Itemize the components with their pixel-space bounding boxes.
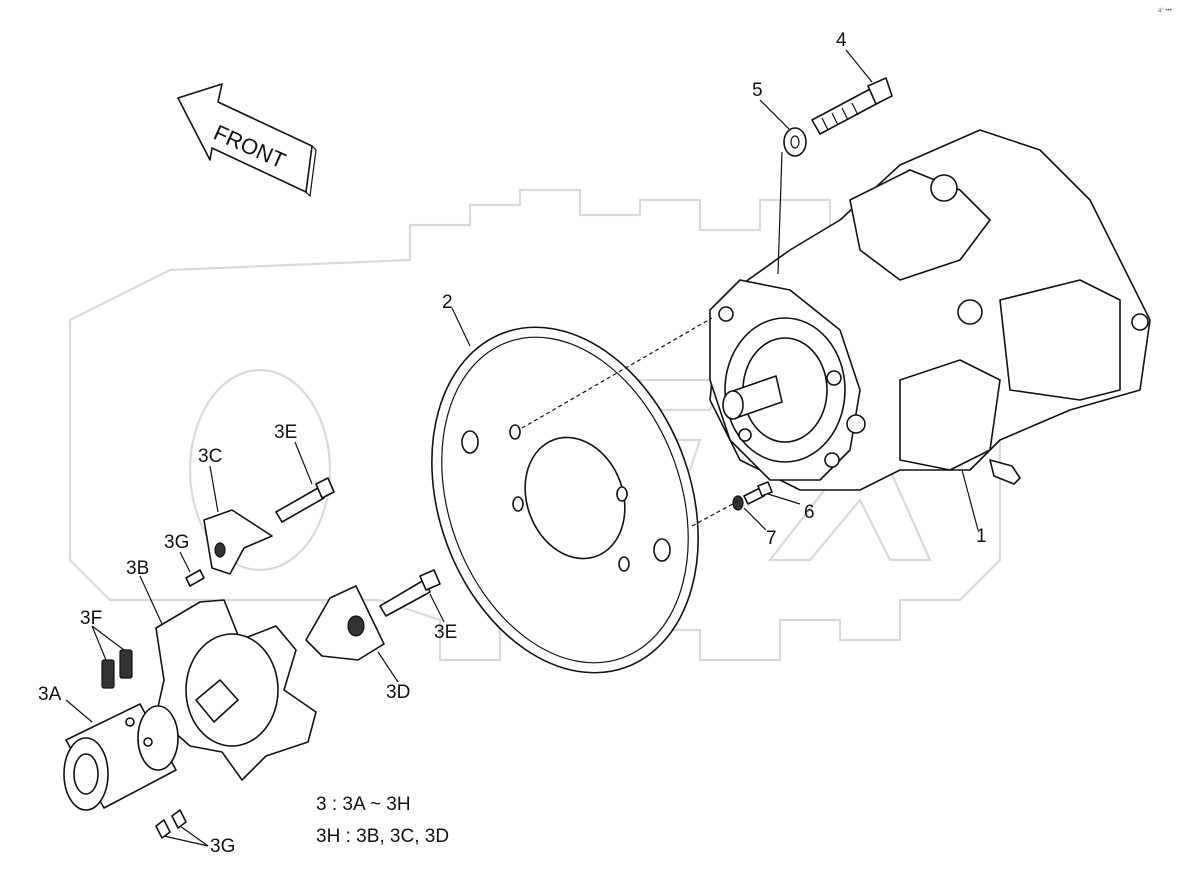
label-part-3e-lower: 3E bbox=[434, 622, 457, 643]
label-part-6: 6 bbox=[804, 502, 815, 523]
watermark-gear-outline bbox=[68, 188, 1002, 662]
part-3e-lower-bolt bbox=[379, 569, 441, 617]
part-5-washer bbox=[783, 127, 807, 157]
label-part-3a: 3A bbox=[38, 684, 62, 705]
assembly-line-bolt-to-plate bbox=[691, 499, 741, 527]
part-3b-coupling-element bbox=[155, 599, 317, 781]
assembly-line-plate-to-pump bbox=[521, 317, 713, 429]
label-part-3b: 3B bbox=[126, 558, 149, 579]
front-direction-arrow: FRONT bbox=[177, 83, 317, 198]
part-2-flywheel-plate bbox=[431, 326, 699, 674]
label-part-2: 2 bbox=[442, 292, 453, 313]
label-part-4: 4 bbox=[836, 30, 847, 51]
part-1-hydraulic-pump bbox=[709, 129, 1151, 491]
label-part-3f: 3F bbox=[80, 608, 102, 629]
part-3e-upper-bolt bbox=[275, 477, 335, 523]
label-part-3g-lower: 3G bbox=[210, 836, 235, 857]
label-part-3e-upper: 3E bbox=[274, 422, 297, 443]
watermark-o-letter bbox=[188, 368, 332, 572]
assembly-line-bolt-to-flange bbox=[777, 151, 783, 275]
label-part-3c: 3C bbox=[198, 446, 222, 467]
corner-mark: a° ••• bbox=[1158, 8, 1172, 14]
part-3d-clamp bbox=[305, 585, 385, 661]
label-part-3d: 3D bbox=[386, 682, 410, 703]
part-3g-lower-set-screws bbox=[155, 809, 187, 839]
part-3c-clamp bbox=[203, 509, 273, 575]
part-4-bolt bbox=[811, 77, 893, 135]
part-3f-set-screws bbox=[101, 649, 133, 689]
label-part-7: 7 bbox=[766, 528, 777, 549]
part-7-washer bbox=[732, 495, 744, 511]
leader-lines bbox=[65, 49, 979, 847]
label-part-1: 1 bbox=[976, 526, 987, 547]
label-part-5: 5 bbox=[752, 80, 763, 101]
part-3g-upper-set-screw bbox=[185, 569, 205, 587]
note-line-2: 3H : 3B, 3C, 3D bbox=[316, 826, 449, 847]
part-6-bolt bbox=[743, 481, 773, 505]
note-line-1: 3 : 3A ~ 3H bbox=[316, 794, 411, 815]
part-3a-hub bbox=[63, 703, 179, 811]
label-part-3g-upper: 3G bbox=[164, 532, 189, 553]
